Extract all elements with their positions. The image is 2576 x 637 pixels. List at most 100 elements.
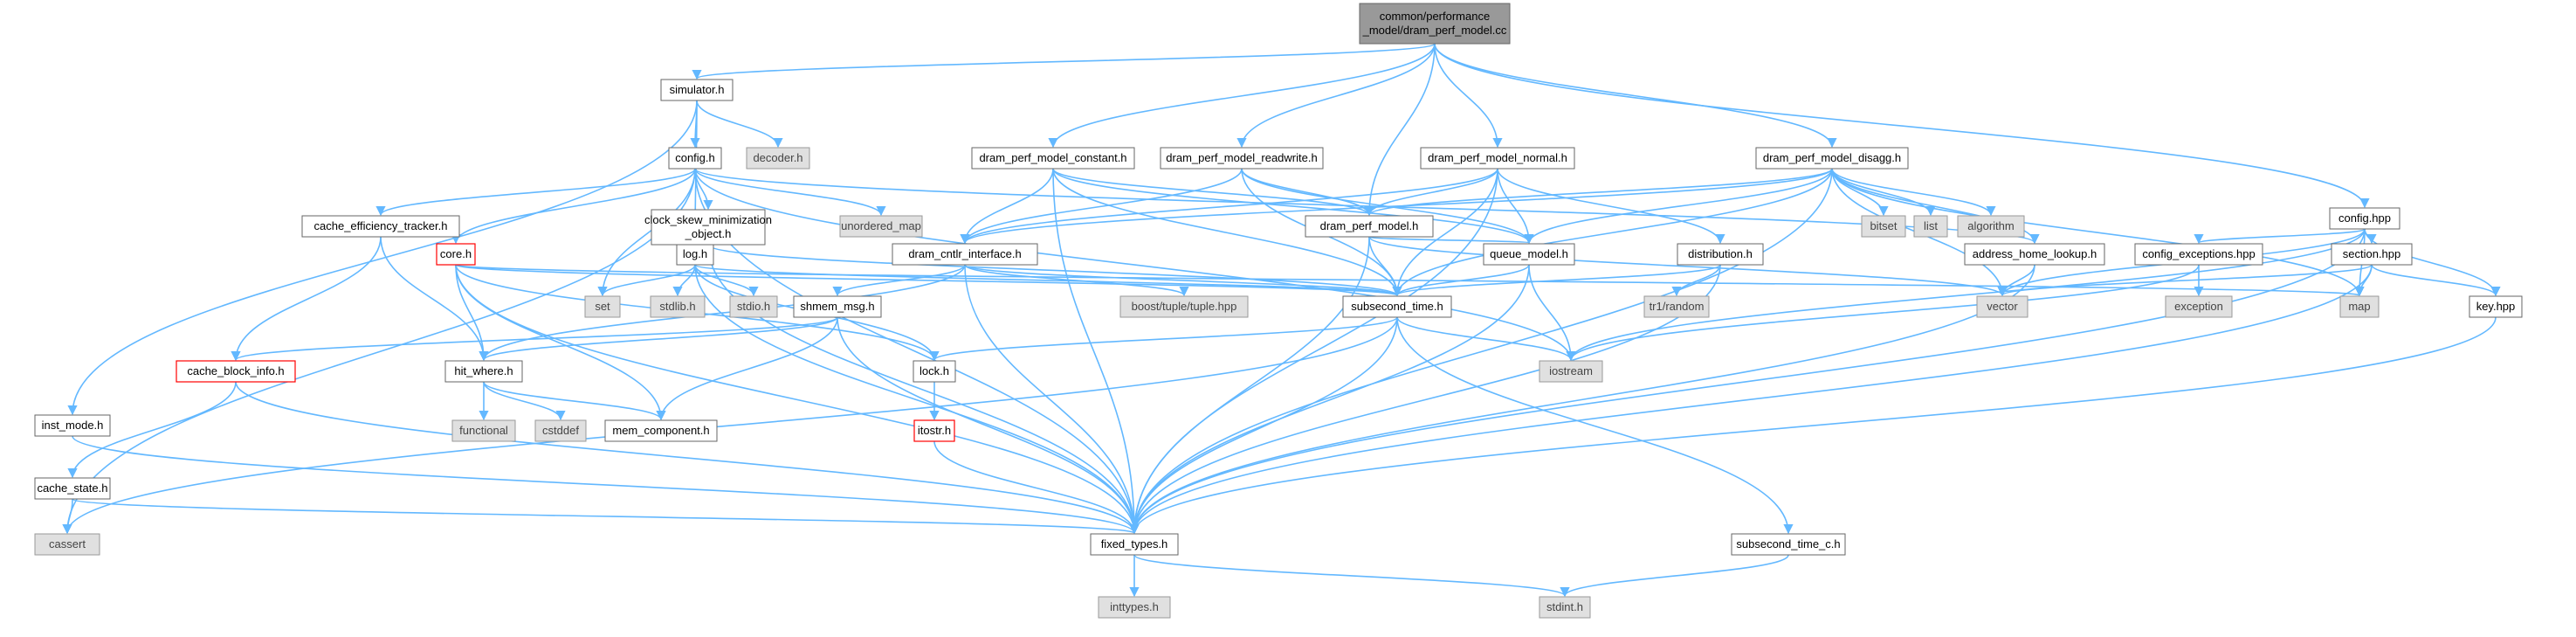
- node-core-h[interactable]: core.h: [436, 243, 476, 266]
- node-box: [668, 147, 722, 170]
- node-lock-h[interactable]: lock.h: [913, 360, 956, 383]
- node-queue-model-h[interactable]: queue_model.h: [1483, 243, 1575, 266]
- node-dram-perf-model-readwrite-h[interactable]: dram_perf_model_readwrite.h: [1160, 147, 1324, 170]
- node-cache-state-h[interactable]: cache_state.h: [34, 477, 111, 500]
- node-section-hpp[interactable]: section.hpp: [2331, 243, 2413, 266]
- node-box: [1119, 295, 1249, 318]
- node-hit-where-h[interactable]: hit_where.h: [444, 360, 523, 383]
- node-dram-perf-model-normal-h[interactable]: dram_perf_model_normal.h: [1420, 147, 1575, 170]
- edge-core_h-to-mem_component_h: [455, 264, 666, 421]
- node-dram-perf-model-disagg-h[interactable]: dram_perf_model_disagg.h: [1755, 147, 1909, 170]
- node-clock-skew-minimization-object-h[interactable]: clock_skew_minimization_object.h: [644, 209, 772, 246]
- node-itostr-h[interactable]: itostr.h: [913, 419, 955, 442]
- node-cache-block-info-h[interactable]: cache_block_info.h: [176, 360, 296, 383]
- node-mem-component-h[interactable]: mem_component.h: [604, 419, 718, 442]
- node-config-exceptions-hpp[interactable]: config_exceptions.hpp: [2134, 243, 2263, 266]
- node-label: subsecond_time_c.h: [1736, 537, 1840, 550]
- node-box: [1305, 215, 1434, 238]
- node-fixed-types-h[interactable]: fixed_types.h: [1090, 533, 1179, 556]
- node-label: dram_perf_model.h: [1320, 219, 1419, 232]
- node-subsecond-time-h[interactable]: subsecond_time.h: [1342, 295, 1452, 318]
- node-label: bitset: [1870, 219, 1897, 232]
- edge-core_h-to-hit_where_h: [455, 264, 489, 362]
- edge-dpm_disagg_h-to-list: [1831, 168, 1936, 217]
- edge-log_h-to-subsecond_time_h: [694, 264, 1402, 297]
- node-box: [1359, 3, 1511, 45]
- node-label: dram_perf_model_constant.h: [979, 151, 1126, 164]
- node-label: fixed_types.h: [1101, 537, 1168, 550]
- node-box: [1090, 533, 1179, 556]
- node-box: [604, 419, 718, 442]
- node-vector: vector: [1976, 295, 2028, 318]
- node-label: distribution.h: [1688, 247, 1753, 260]
- node-label: key.hpp: [2476, 300, 2516, 313]
- node-functional: functional: [451, 419, 516, 442]
- edge-section_hpp-to-fixed_types_h: [1129, 264, 2373, 535]
- node-stdint-h: stdint.h: [1539, 596, 1591, 619]
- node-box: [451, 419, 516, 442]
- edge-dpm_disagg_h-to-map: [1831, 168, 2365, 297]
- node-config-hpp[interactable]: config.hpp: [2329, 207, 2400, 230]
- edge-dpm_disagg_h-to-subsecond_time_h: [1392, 168, 1833, 297]
- edge-dpm_normal_h-to-distribution_h: [1497, 168, 1725, 245]
- node-stdio-h: stdio.h: [729, 295, 778, 318]
- node-box: [1643, 295, 1710, 318]
- node-cache-efficiency-tracker-h[interactable]: cache_efficiency_tracker.h: [301, 215, 460, 238]
- node-box: [34, 414, 111, 437]
- node-box: [746, 147, 810, 170]
- node-list: list: [1913, 215, 1948, 238]
- node-inst-mode-h[interactable]: inst_mode.h: [34, 414, 111, 437]
- edge-config_hpp-to-section_hpp: [2364, 228, 2377, 245]
- edge-root-to-dpm_disagg_h: [1434, 43, 1837, 149]
- edge-fixed_types_h-to-stdint_h: [1133, 554, 1570, 598]
- node-config-h[interactable]: config.h: [668, 147, 722, 170]
- node-label: subsecond_time.h: [1351, 300, 1443, 313]
- edge-dram_cntlr_if_h-to-fixed_types_h: [964, 264, 1140, 535]
- node-label: clock_skew_minimization: [644, 213, 772, 226]
- node-shmem-msg-h[interactable]: shmem_msg.h: [793, 295, 882, 318]
- node-subsecond-time-c-h[interactable]: subsecond_time_c.h: [1731, 533, 1846, 556]
- node-dram-perf-model-constant-h[interactable]: dram_perf_model_constant.h: [971, 147, 1135, 170]
- node-box: [1160, 147, 1324, 170]
- node-dram-cntlr-interface-h[interactable]: dram_cntlr_interface.h: [892, 243, 1038, 266]
- edge-config_h-to-set: [597, 168, 696, 297]
- edge-config_h-to-iostream: [694, 168, 1576, 362]
- node-distribution-h[interactable]: distribution.h: [1677, 243, 1764, 266]
- edge-itostr_h-to-fixed_types_h: [933, 440, 1140, 535]
- node-label: address_home_lookup.h: [1973, 247, 2097, 260]
- edge-dram_perf_model_h-to-fixed_types_h: [1129, 236, 1370, 535]
- edge-root-to-dpm_constant_h: [1048, 43, 1436, 149]
- node-label: unordered_map: [841, 219, 921, 232]
- edge-dpm_constant_h-to-queue_model_h: [1052, 168, 1534, 245]
- node-box: [1677, 243, 1764, 266]
- node-simulator-h[interactable]: simulator.h: [660, 79, 734, 101]
- edge-dpm_normal_h-to-subsecond_time_h: [1392, 168, 1498, 297]
- node-address-home-lookup-h[interactable]: address_home_lookup.h: [1964, 243, 2105, 266]
- node-label: exception: [2174, 300, 2223, 313]
- edge-cache_block_info_h-to-fixed_types_h: [235, 381, 1140, 535]
- node-label: boost/tuple/tuple.hpp: [1132, 300, 1237, 313]
- node-box: [892, 243, 1038, 266]
- edge-root-to-dpm_normal_h: [1434, 43, 1503, 149]
- edge-config_hpp-to-fixed_types_h: [1129, 228, 2366, 535]
- node-box: [1731, 533, 1846, 556]
- edge-shmem_msg_h-to-mem_component_h: [656, 316, 838, 421]
- node-box: [34, 477, 111, 500]
- node-dram-perf-model-h[interactable]: dram_perf_model.h: [1305, 215, 1434, 238]
- edge-dpm_constant_h-to-dram_cntlr_if_h: [960, 168, 1054, 245]
- node-label: log.h: [683, 247, 707, 260]
- edge-dpm_readwrite_h-to-dram_cntlr_if_h: [960, 168, 1243, 245]
- node-label: stdint.h: [1546, 600, 1583, 613]
- dependency-nodes: common/performance_model/dram_perf_model…: [34, 3, 2523, 619]
- edge-config_hpp-to-iostream: [1566, 228, 2366, 362]
- node-key-hpp[interactable]: key.hpp: [2469, 295, 2523, 318]
- node-common-performance-model-dram-perf-model-cc: common/performance_model/dram_perf_model…: [1359, 3, 1511, 45]
- node-label: algorithm: [1967, 219, 2014, 232]
- node-label: _model/dram_perf_model.cc: [1362, 24, 1507, 37]
- dependency-edges: [62, 43, 2501, 598]
- node-label: cache_block_info.h: [187, 364, 284, 377]
- node-label: config.hpp: [2338, 211, 2391, 225]
- node-log-h[interactable]: log.h: [676, 243, 714, 266]
- edge-dpm_constant_h-to-dram_perf_model_h: [1052, 168, 1374, 217]
- edge-core_h-to-map: [455, 264, 2364, 297]
